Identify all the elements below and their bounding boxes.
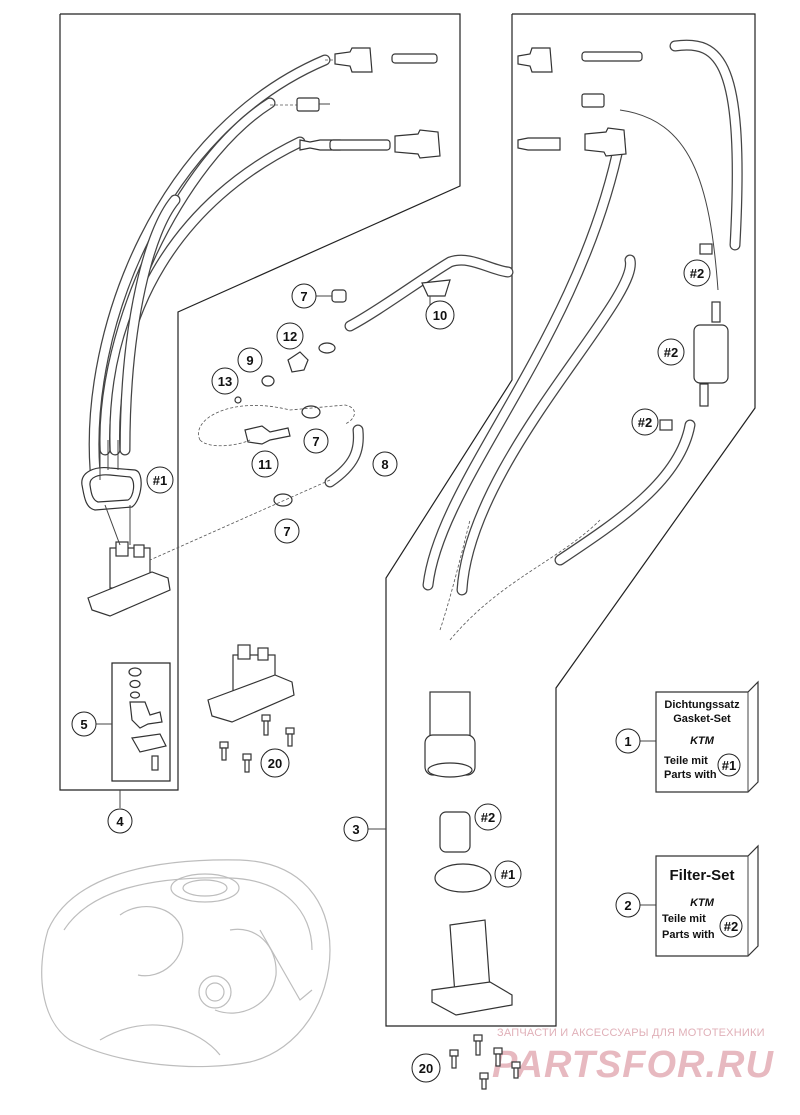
callout-4[interactable]: 4 xyxy=(107,808,133,834)
svg-text:#2: #2 xyxy=(638,415,652,430)
callout-13[interactable]: 13 xyxy=(211,367,239,395)
quick-connector-male xyxy=(391,53,438,64)
svg-text:7: 7 xyxy=(300,289,307,304)
filter-set-line-en: Parts with xyxy=(662,929,715,941)
connectors-top-left xyxy=(270,47,441,159)
svg-text:10: 10 xyxy=(433,308,447,323)
callout-11[interactable]: 11 xyxy=(251,450,279,478)
pump-flange xyxy=(87,571,171,617)
svg-text:5: 5 xyxy=(80,717,87,732)
gasket-set-ref: #1 xyxy=(722,758,736,773)
screws-20-left xyxy=(219,714,295,773)
hose-bundle-left xyxy=(88,54,331,476)
svg-text:4: 4 xyxy=(116,814,124,829)
callout-8[interactable]: 8 xyxy=(372,451,398,477)
fuel-pump-assembly-4 xyxy=(81,440,171,617)
filter-set-box: Filter-Set KTM Teile mit Parts with #2 xyxy=(655,844,759,957)
callout-5[interactable]: 5 xyxy=(71,711,97,737)
gasket-set-box: Dichtungssatz Gasket-Set KTM Teile mit P… xyxy=(655,680,759,793)
svg-text:#1: #1 xyxy=(153,473,167,488)
watermark: ЗАПЧАСТИ И АКСЕССУАРЫ ДЛЯ МОТОТЕХНИКИ PA… xyxy=(492,1027,774,1086)
svg-text:1: 1 xyxy=(624,734,631,749)
fuel-pump-assembly-3 xyxy=(424,691,513,1016)
svg-text:9: 9 xyxy=(246,353,253,368)
callout-filter-2-filter[interactable]: #2 xyxy=(657,338,685,366)
callout-2[interactable]: 2 xyxy=(615,892,641,918)
filter-set-line-de: Teile mit xyxy=(662,913,706,925)
quick-connector-female xyxy=(334,47,373,73)
callouts: 1 2 3 4 5 7 7 7 8 9 10 11 12 13 20 20 #1… xyxy=(71,259,711,1083)
screws-20-bottom xyxy=(449,1034,521,1090)
svg-text:2: 2 xyxy=(624,898,631,913)
svg-text:#2: #2 xyxy=(481,810,495,825)
electrical-plug xyxy=(296,97,320,112)
callout-7-middle[interactable]: 7 xyxy=(303,428,329,454)
callout-20-bottom[interactable]: 20 xyxy=(411,1053,441,1083)
connectors-top-right xyxy=(517,47,643,157)
gasket-set-title-de: Dichtungssatz xyxy=(664,699,740,711)
hose-bundle-right xyxy=(422,39,743,641)
callout-filter-2-top[interactable]: #2 xyxy=(683,259,711,287)
group-frame-3 xyxy=(385,13,756,1027)
fittings xyxy=(149,351,355,561)
filter-set-title: Filter-Set xyxy=(669,867,734,884)
filter-set-ref: #2 xyxy=(724,919,738,934)
callout-filter-2-lower[interactable]: #2 xyxy=(631,408,659,436)
gasket-set-line-de: Teile mit xyxy=(664,755,708,767)
leader-lines xyxy=(96,295,656,906)
gasket-set-title-en: Gasket-Set xyxy=(673,713,731,725)
callout-9[interactable]: 9 xyxy=(237,347,263,373)
svg-text:20: 20 xyxy=(268,756,282,771)
svg-text:7: 7 xyxy=(312,434,319,449)
quick-connector-male-2 xyxy=(329,139,391,151)
callout-7-bottom[interactable]: 7 xyxy=(274,518,300,544)
callout-7-top[interactable]: 7 xyxy=(291,283,317,309)
callout-gasket-1-right[interactable]: #1 xyxy=(494,860,522,888)
callout-filter-2-pump[interactable]: #2 xyxy=(474,803,502,831)
watermark-tagline: ЗАПЧАСТИ И АКСЕССУАРЫ ДЛЯ МОТОТЕХНИКИ xyxy=(497,1027,765,1039)
filter-set-brand-logo: KTM xyxy=(690,897,715,909)
svg-text:7: 7 xyxy=(283,524,290,539)
svg-text:3: 3 xyxy=(352,822,359,837)
quick-connector-female-2 xyxy=(394,129,441,159)
watermark-site: PARTSFOR.RU xyxy=(492,1044,774,1086)
callout-20-left[interactable]: 20 xyxy=(260,748,290,778)
group-frame-4 xyxy=(59,13,461,791)
svg-text:13: 13 xyxy=(218,374,232,389)
svg-text:#2: #2 xyxy=(664,345,678,360)
callout-12[interactable]: 12 xyxy=(276,322,304,350)
parts-kit-5 xyxy=(111,662,171,782)
svg-text:11: 11 xyxy=(258,457,272,472)
svg-text:8: 8 xyxy=(381,457,388,472)
callout-10[interactable]: 10 xyxy=(425,300,455,330)
hose-10 xyxy=(344,254,514,332)
svg-text:20: 20 xyxy=(419,1061,433,1076)
hose-8 xyxy=(324,424,364,488)
svg-text:#2: #2 xyxy=(690,266,704,281)
callout-3[interactable]: 3 xyxy=(343,816,369,842)
gasket-set-line-en: Parts with xyxy=(664,769,717,781)
fuel-pump-spare xyxy=(207,644,295,723)
callout-1[interactable]: 1 xyxy=(615,728,641,754)
callout-gasket-1-left[interactable]: #1 xyxy=(146,466,174,494)
gasket-set-brand-logo: KTM xyxy=(690,735,715,747)
svg-text:#1: #1 xyxy=(501,867,515,882)
fuel-filter xyxy=(659,243,729,431)
svg-text:12: 12 xyxy=(283,329,297,344)
fuel-tank xyxy=(41,859,331,1068)
